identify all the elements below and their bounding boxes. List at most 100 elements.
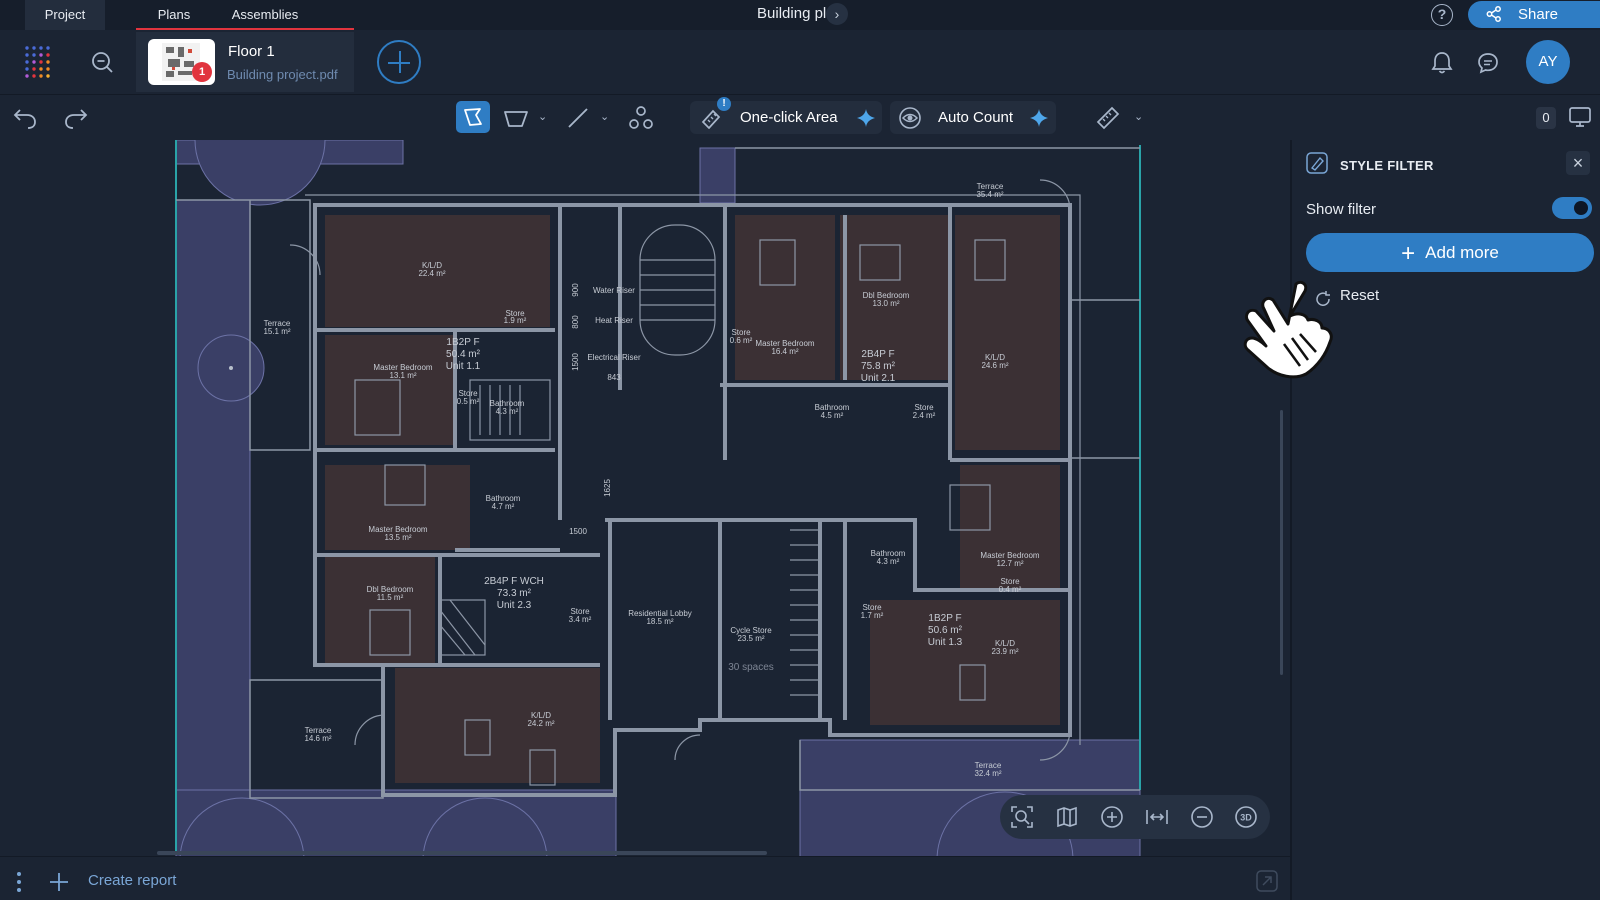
room-area: 4.5 m² [821, 411, 844, 420]
auto-count-label: Auto Count [938, 109, 1014, 126]
tab-assemblies[interactable]: Assemblies [231, 7, 299, 22]
zoom-fit-icon[interactable] [1010, 805, 1034, 829]
room-label: Store [570, 607, 590, 616]
map-icon[interactable] [1055, 805, 1079, 829]
3d-view-icon[interactable]: 3D [1234, 805, 1258, 829]
room-label: K/L/D [995, 639, 1015, 648]
app-logo-icon[interactable] [24, 45, 56, 79]
room-label: Master Bedroom [755, 339, 814, 348]
plan-name: Floor 1 [228, 43, 275, 60]
create-report-button[interactable]: Create report [88, 872, 177, 889]
unit-label: 1B2P F [446, 337, 479, 348]
horizontal-scrollbar[interactable] [157, 851, 767, 855]
room-area: 14.6 m² [304, 734, 331, 743]
one-click-area-label: One-click Area [740, 109, 838, 126]
show-filter-toggle[interactable] [1552, 197, 1592, 219]
redo-icon[interactable] [63, 107, 89, 129]
unit-label: 2B4P F [861, 349, 894, 360]
help-icon[interactable]: ? [1431, 4, 1453, 26]
room-label: Terrace [264, 319, 291, 328]
add-more-label: Add more [1425, 243, 1499, 262]
room-area: 22.4 m² [418, 269, 445, 278]
avatar[interactable]: AY [1526, 40, 1570, 84]
unit-area: 50.6 m² [928, 625, 963, 636]
room-label: Dbl Bedroom [863, 291, 910, 300]
tab-project[interactable]: Project [25, 0, 105, 30]
room-label: Bathroom [486, 494, 521, 503]
room-label: Store [862, 603, 882, 612]
room-area: 0.4 m² [999, 585, 1022, 594]
room-area: 11.5 m² [377, 593, 404, 602]
search-zoom-icon[interactable] [90, 50, 114, 74]
room-label: Bathroom [490, 399, 525, 408]
reset-button[interactable]: Reset [1340, 287, 1380, 304]
one-click-area-button[interactable]: ! One-click Area [690, 97, 882, 134]
fit-width-icon[interactable] [1145, 805, 1169, 829]
room-area: 2.4 m² [913, 411, 936, 420]
alert-badge: ! [717, 97, 731, 111]
freeform-area-tool-button[interactable] [456, 101, 490, 133]
monitor-icon[interactable] [1568, 106, 1592, 128]
room-label: Master Bedroom [368, 525, 427, 534]
unit-number: Unit 2.1 [861, 373, 896, 384]
room-label: Store [458, 389, 478, 398]
chevron-right-icon[interactable]: › [826, 3, 848, 25]
plan-canvas[interactable]: K/L/D 22.4 m² Terrace 15.1 m² Store 1.9 … [0, 140, 1288, 856]
plus-icon[interactable] [48, 871, 70, 893]
add-more-button[interactable]: + Add more [1306, 233, 1594, 272]
dimension-label: 900 [571, 283, 580, 297]
unit-number: Unit 1.1 [446, 361, 481, 372]
close-icon[interactable]: × [1566, 151, 1590, 175]
area-tool-chevron-down-icon[interactable]: ⌄ [538, 111, 548, 123]
more-vertical-icon[interactable] [16, 870, 22, 894]
room-label: Master Bedroom [373, 363, 432, 372]
tab-plans[interactable]: Plans [157, 7, 191, 22]
room-area: 23.9 m² [991, 647, 1018, 656]
room-label: Terrace [305, 726, 332, 735]
sparkle-icon [1030, 109, 1048, 127]
count-tool-icon[interactable] [628, 105, 654, 131]
room-label: Store [731, 328, 751, 337]
panel-title: STYLE FILTER [1340, 158, 1434, 173]
room-area: 12.7 m² [996, 559, 1023, 568]
room-area: 0.6 m² [730, 336, 753, 345]
measure-chevron-down-icon[interactable]: ⌄ [1134, 111, 1144, 123]
room-label: 30 spaces [728, 662, 774, 673]
room-label: Terrace [977, 182, 1004, 191]
room-label: Water Riser [593, 286, 635, 295]
bell-icon[interactable] [1430, 50, 1454, 76]
chat-icon[interactable] [1476, 51, 1500, 75]
room-label: Store [505, 309, 525, 318]
room-area: 23.5 m² [737, 634, 764, 643]
line-tool-chevron-down-icon[interactable]: ⌄ [600, 111, 610, 123]
add-plan-button[interactable] [377, 40, 421, 84]
reset-icon [1316, 291, 1330, 306]
vertical-scrollbar[interactable] [1280, 410, 1283, 675]
measure-ruler-icon[interactable] [1095, 105, 1121, 131]
floor-plan-drawing: K/L/D 22.4 m² Terrace 15.1 m² Store 1.9 … [175, 140, 1141, 856]
zoom-out-icon[interactable] [1190, 805, 1214, 829]
line-tool-icon[interactable] [566, 106, 590, 130]
hand-cursor-icon [1243, 280, 1333, 379]
zoom-in-icon[interactable] [1100, 805, 1124, 829]
room-area: 32.4 m² [974, 769, 1001, 778]
room-area: 13.1 m² [389, 371, 416, 380]
auto-count-button[interactable]: Auto Count [890, 101, 1056, 134]
room-label: Cycle Store [730, 626, 772, 635]
view-controls: 3D [1000, 795, 1270, 839]
dimension-label: 1500 [569, 527, 587, 536]
collapse-panel-icon[interactable] [1256, 870, 1278, 892]
share-button[interactable]: Share [1468, 1, 1600, 28]
room-area: 3.4 m² [569, 615, 592, 624]
style-filter-panel: STYLE FILTER × Show filter +Add more Res… [1290, 140, 1600, 900]
room-area: 1.7 m² [861, 611, 884, 620]
room-label: Dbl Bedroom [367, 585, 414, 594]
room-area: 18.5 m² [646, 617, 673, 626]
unit-area: 75.8 m² [861, 361, 896, 372]
room-area: 24.6 m² [981, 361, 1008, 370]
undo-icon[interactable] [12, 107, 38, 129]
polygon-area-icon[interactable] [503, 107, 529, 129]
plus-icon: + [1401, 240, 1416, 267]
eye-scan-icon [899, 107, 921, 129]
room-label: K/L/D [531, 711, 551, 720]
